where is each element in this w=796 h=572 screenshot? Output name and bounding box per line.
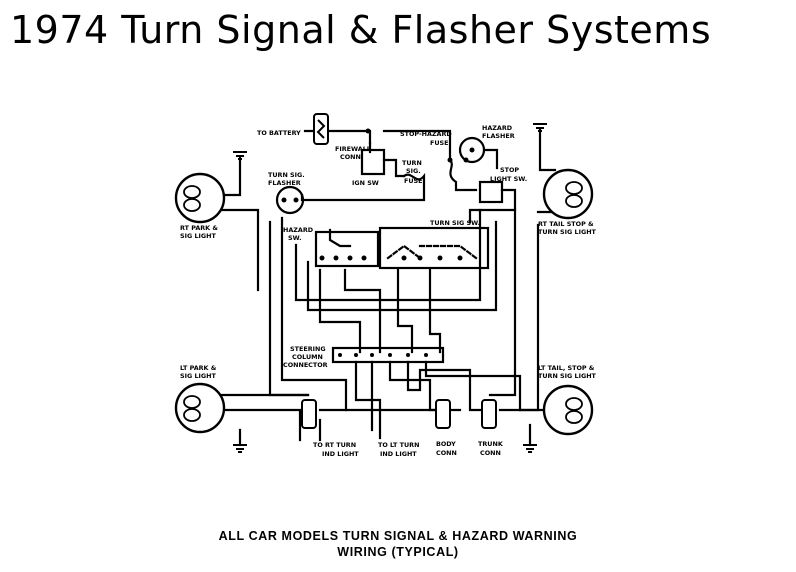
- label-trunk-conn-1: TRUNK: [478, 440, 504, 448]
- rt-tail-bulb-2: [565, 194, 583, 208]
- label-to-rt-turn-1: TO RT TURN: [313, 441, 356, 449]
- hazard-switch-contact: [328, 228, 352, 248]
- wire-stop-hazard-fuse: [382, 129, 452, 162]
- label-hazard-sw-1: HAZARD: [283, 226, 313, 234]
- wire-harness-6: [428, 268, 442, 354]
- label-hazard-flasher-2: FLASHER: [482, 132, 515, 140]
- ground-symbol-lt-tail: [523, 444, 537, 453]
- stop-light-switch-box: [478, 180, 504, 204]
- wire-harness-1: [294, 208, 482, 302]
- wire-left-inner: [280, 216, 348, 412]
- label-rt-tail-1: RT TAIL STOP &: [538, 220, 594, 228]
- label-to-rt-turn-2: IND LIGHT: [322, 450, 359, 458]
- lt-tail-bulb-1: [565, 397, 583, 411]
- rt-tail-bulb-1: [565, 181, 583, 195]
- wire-turn-sig-fuse-out: [300, 172, 426, 202]
- label-to-battery: TO BATTERY: [257, 129, 301, 137]
- lt-tail-lamp: [542, 384, 594, 436]
- label-stop-light-2: LIGHT SW.: [490, 175, 527, 183]
- wire-harness-3: [318, 268, 362, 354]
- label-turn-sig-flasher-2: FLASHER: [268, 179, 301, 187]
- wire-turn-sig-fuse-in: [382, 158, 406, 178]
- label-firewall: FIREWALL: [335, 145, 371, 153]
- body-connector: [435, 399, 451, 429]
- wire-col-4: [406, 360, 492, 412]
- rt-park-lamp: [174, 172, 226, 224]
- label-turn-sig-fuse-3: FUSE: [404, 177, 423, 185]
- rt-park-bulb-2: [183, 198, 201, 212]
- lt-park-bulb-2: [183, 408, 201, 422]
- page-title: 1974 Turn Signal & Flasher Systems: [10, 8, 712, 52]
- label-to-lt-turn-1: TO LT TURN: [378, 441, 419, 449]
- wire-right-outer: [488, 208, 517, 397]
- diagram-labels: TO BATTERY FIREWALL CONN STOP-HAZARD FUS…: [180, 124, 597, 458]
- label-body-conn-2: CONN: [436, 449, 457, 457]
- wire-rt-park-feed: [220, 208, 260, 292]
- turn-switch-contact: [386, 244, 478, 260]
- ground-symbol-rt-park: [233, 151, 247, 160]
- wire-left-outer: [268, 220, 310, 397]
- wire-to-lt-turn: [354, 360, 382, 440]
- label-stop-hazard: STOP-HAZARD: [400, 130, 452, 138]
- ground-symbol-rt-tail: [533, 123, 547, 132]
- label-turn-sig-fuse-2: SIG.: [406, 167, 421, 175]
- rt-turn-connector: [301, 399, 317, 429]
- label-rt-park-2: SIG LIGHT: [180, 232, 216, 240]
- label-lt-tail-2: TURN SIG LIGHT: [538, 372, 597, 380]
- label-rt-tail-2: TURN SIG LIGHT: [538, 228, 597, 236]
- rt-tail-lamp: [542, 168, 594, 220]
- label-ign-sw: IGN SW: [352, 179, 379, 187]
- label-turn-sig-sw: TURN SIG SW.: [430, 219, 480, 227]
- label-stop-light-1: STOP: [500, 166, 519, 174]
- label-connector: CONNECTOR: [283, 361, 328, 369]
- caption-line-2: WIRING (TYPICAL): [337, 545, 459, 559]
- label-hazard-sw-2: SW.: [288, 234, 302, 242]
- rt-park-bulb-1: [183, 185, 201, 199]
- hazard-switch-box: [314, 230, 380, 268]
- caption-line-1: ALL CAR MODELS TURN SIGNAL & HAZARD WARN…: [218, 529, 578, 543]
- label-rt-park-1: RT PARK &: [180, 224, 218, 232]
- lt-park-lamp: [174, 382, 226, 434]
- steering-column-connector: [331, 346, 445, 364]
- turn-sig-flasher-circle: [275, 185, 305, 215]
- wire-rt-park-ground: [220, 156, 242, 197]
- label-lt-tail-1: LT TAIL, STOP &: [538, 364, 595, 372]
- wire-stop-light: [468, 188, 517, 224]
- wire-harness-4: [343, 268, 382, 354]
- ground-symbol-lt-park: [233, 444, 247, 453]
- label-to-lt-turn-2: IND LIGHT: [380, 450, 417, 458]
- wire-lt-park-2: [220, 408, 302, 442]
- label-trunk-conn-2: CONN: [480, 449, 501, 457]
- label-hazard-flasher-1: HAZARD: [482, 124, 512, 132]
- label-turn-sig-fuse-1: TURN: [402, 159, 422, 167]
- wire-harness-5: [396, 268, 414, 354]
- wire-col-5: [424, 360, 522, 412]
- wire-hazard-flasher-out: [482, 148, 499, 170]
- label-column: COLUMN: [292, 353, 323, 361]
- wire-hazard-fuse-out: [448, 158, 478, 192]
- label-steering: STEERING: [290, 345, 326, 353]
- label-firewall-conn: CONN: [340, 153, 361, 161]
- turn-signal-switch-box: [378, 226, 490, 270]
- label-lt-park-2: SIG LIGHT: [180, 372, 216, 380]
- wire-harness-2: [306, 220, 498, 312]
- label-turn-sig-flasher-1: TURN SIG.: [268, 171, 305, 179]
- label-stop-hazard-fuse: FUSE: [430, 139, 449, 147]
- lt-tail-bulb-2: [565, 410, 583, 424]
- label-lt-park-1: LT PARK &: [180, 364, 217, 372]
- wire-rt-tail-ground: [538, 128, 557, 172]
- label-body-conn-1: BODY: [436, 440, 456, 448]
- ign-switch-box: [360, 148, 386, 176]
- lt-park-bulb-1: [183, 395, 201, 409]
- trunk-connector: [481, 399, 497, 429]
